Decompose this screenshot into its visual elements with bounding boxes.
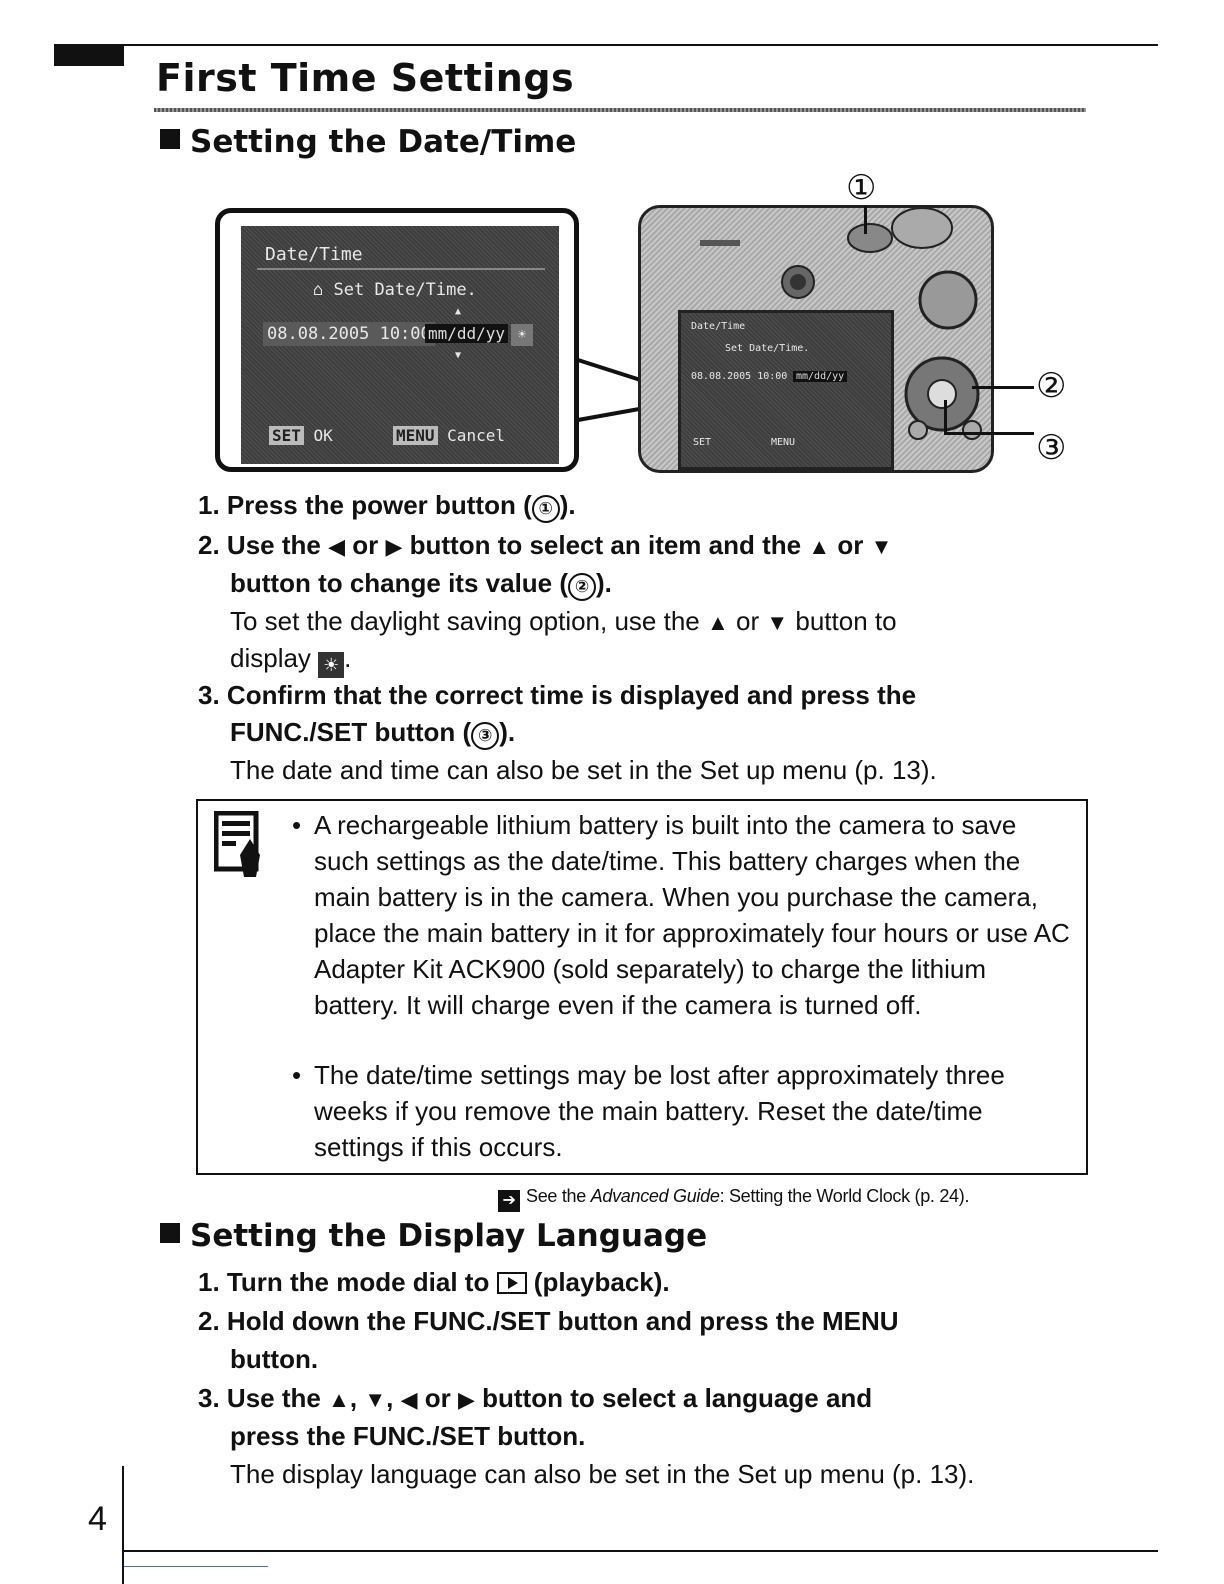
header-rule <box>124 44 1158 46</box>
callout-2: ② <box>1036 367 1067 405</box>
square-bullet-icon <box>160 1223 180 1243</box>
callout-1-leader <box>864 206 867 234</box>
right-arrow-icon: ▶ <box>385 534 403 559</box>
page-number: 4 <box>88 1500 107 1538</box>
lcd-datetime: 08.08.2005 10:00 <box>263 322 435 346</box>
lcd-small-subtitle: Set Date/Time. <box>725 343 810 354</box>
note-bullet-2: • The date/time settings may be lost aft… <box>292 1060 1005 1162</box>
set-label: SET <box>269 426 304 445</box>
memo-icon <box>214 811 260 877</box>
note-bullet-1: • A rechargeable lithium battery is buil… <box>292 810 1070 1020</box>
footer-vertical-rule <box>122 1466 124 1584</box>
footer-link-underline <box>124 1566 268 1567</box>
page-title: First Time Settings <box>156 56 575 100</box>
callout-2-leader <box>972 386 1034 389</box>
camera-controls <box>904 270 982 440</box>
lcd-screen-large: Date/Time ⌂ Set Date/Time. ▲ 08.08.2005 … <box>241 226 559 464</box>
section-heading-date-time: Setting the Date/Time <box>160 124 576 160</box>
square-bullet-icon <box>160 129 180 149</box>
lcd-small-header: Date/Time <box>691 321 746 332</box>
footer-rule <box>122 1550 1158 1552</box>
language-step-1: 1. Turn the mode dial to (playback). <box>198 1267 670 1297</box>
callout-ref-3: ③ <box>471 722 500 750</box>
lcd-subtitle: ⌂ Set Date/Time. <box>313 280 477 300</box>
lcd-small-format: mm/dd/yy <box>793 371 848 382</box>
lcd-divider <box>257 268 545 270</box>
right-arrow-icon: ▶ <box>457 1387 475 1412</box>
language-step-3-note: The display language can also be set in … <box>230 1459 975 1489</box>
down-arrow-icon: ▼ <box>870 534 893 559</box>
language-step-2-line2: button. <box>230 1344 319 1374</box>
menu-label: MENU <box>393 426 438 445</box>
up-arrow-icon: ▲ <box>808 534 831 559</box>
lcd-cancel-group: MENU Cancel <box>393 426 505 445</box>
callout-3-leader <box>944 432 1034 435</box>
down-indicator-icon: ▼ <box>455 350 462 361</box>
reference-line: ➔See the Advanced Guide: Setting the Wor… <box>498 1186 969 1212</box>
header-block <box>54 44 124 66</box>
daylight-saving-icon: ☀ <box>511 324 533 346</box>
lcd-small-datetime: 08.08.2005 10:00 <box>691 371 788 382</box>
date-step-3-line2: FUNC./SET button (③). <box>230 714 1090 751</box>
left-arrow-icon: ◀ <box>328 534 345 559</box>
date-step-3-note: The date and time can also be set in the… <box>230 755 937 785</box>
date-step-3: 3. Confirm that the correct time is disp… <box>198 680 917 710</box>
callout-1: ① <box>846 169 877 207</box>
lcd-small-set: SET <box>693 437 712 448</box>
lcd-ok-group: SET OK <box>269 426 333 445</box>
down-arrow-icon: ▼ <box>364 1387 387 1412</box>
language-step-3-line2: press the FUNC./SET button. <box>230 1421 586 1451</box>
left-arrow-icon: ◀ <box>400 1387 418 1412</box>
daylight-saving-icon: ☀ <box>318 652 345 678</box>
arrow-right-reference-icon: ➔ <box>498 1190 520 1212</box>
lcd-header: Date/Time <box>265 244 363 265</box>
callout-3-leader-vertical <box>944 400 947 432</box>
home-icon: ⌂ <box>313 280 324 300</box>
lcd-small-menu: MENU <box>771 437 796 448</box>
callout-3: ③ <box>1036 429 1067 467</box>
title-underline <box>154 108 1086 112</box>
up-arrow-icon: ▲ <box>707 610 729 635</box>
date-step-2-note: To set the daylight saving option, use t… <box>230 606 897 636</box>
down-arrow-icon: ▼ <box>766 610 789 635</box>
date-step-2-line2: button to change its value (②). <box>230 565 1090 602</box>
lcd-screen-small: Date/Time Set Date/Time. 08.08.2005 10:0… <box>678 310 894 470</box>
note-box <box>196 799 1088 1175</box>
camera-top-details <box>700 207 953 299</box>
date-step-2: 2. Use the ◀ or ▶ button to select an it… <box>198 530 893 560</box>
callout-ref-2: ② <box>568 573 597 601</box>
up-arrow-icon: ▲ <box>328 1387 350 1412</box>
section-heading-display-language: Setting the Display Language <box>160 1218 707 1254</box>
date-step-1: 1. Press the power button (①). <box>198 486 1078 524</box>
playback-icon <box>496 1272 527 1294</box>
language-step-2: 2. Hold down the FUNC./SET button and pr… <box>198 1306 899 1336</box>
lcd-format-selected: mm/dd/yy <box>425 324 509 343</box>
callout-ref-1: ① <box>531 495 560 523</box>
language-step-3: 3. Use the ▲, ▼, ◀ or ▶ button to select… <box>198 1383 873 1413</box>
date-step-2-note-line2: display ☀. <box>230 640 1090 678</box>
up-indicator-icon: ▲ <box>455 306 462 317</box>
